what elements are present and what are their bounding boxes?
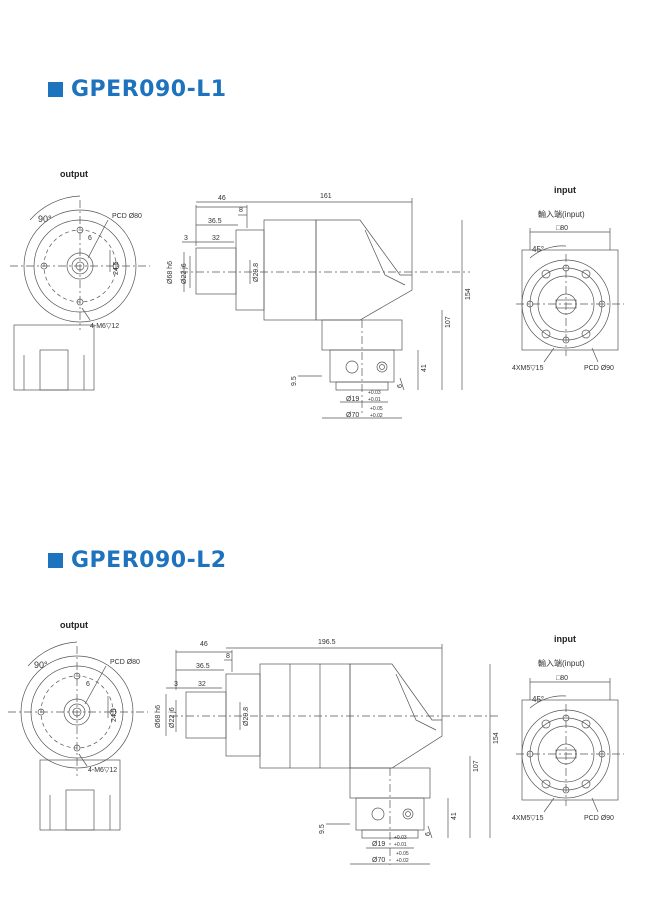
d9-5-dim: 9.5 — [319, 824, 326, 834]
input-view: □80 45° 4XM5▽15 PCD Ø90 — [512, 225, 624, 372]
od68-dim: Ø68 h6 — [155, 705, 162, 728]
input-label: input — [554, 185, 576, 195]
od22-dim: Ø22 j6 — [169, 707, 176, 728]
input-view: □80 45° 4XM5▽15 PCD Ø90 — [512, 675, 624, 822]
d46-dim: 46 — [200, 641, 208, 648]
bore19-tol-upper: +0.03 — [368, 390, 381, 396]
bore19-tol-lower: +0.01 — [394, 842, 407, 848]
d9-5-dim: 9.5 — [291, 376, 298, 386]
output-label: output — [60, 620, 88, 630]
bore70-tol-lower: +0.02 — [396, 858, 409, 864]
bore19-dim: Ø19 — [372, 841, 385, 848]
output-front-view: 90° PCD Ø80 6 24.5 4-M6▽12 — [8, 641, 148, 831]
angle-90-dim: 90° — [34, 660, 48, 670]
angle-45-dim: 45° — [532, 245, 544, 254]
section-title-l1: GPER090-L1 — [48, 77, 227, 102]
tap-in-dim: 4XM5▽15 — [512, 815, 544, 822]
d46-dim: 46 — [218, 195, 226, 202]
pcd90-dim: PCD Ø90 — [584, 815, 614, 822]
drawing-l2: 90° PCD Ø80 6 24.5 4-M6▽12 — [8, 639, 624, 865]
h154-dim: 154 — [493, 732, 500, 744]
input-label: input — [554, 634, 576, 644]
bore19-tol-upper: +0.03 — [394, 835, 407, 841]
title-square-icon — [48, 82, 63, 97]
d8-dim: 8 — [239, 207, 243, 214]
sq80-dim: □80 — [556, 675, 568, 682]
h6-dim: 6 — [425, 832, 432, 836]
angle-45-dim: 45° — [532, 695, 544, 704]
h107-dim: 107 — [445, 316, 452, 328]
sq80-dim: □80 — [556, 225, 568, 232]
pcd90-dim: PCD Ø90 — [584, 365, 614, 372]
bore19-dim: Ø19 — [346, 396, 359, 403]
drawing-l1: 90° PCD Ø80 6 24.5 4-M6▽12 46 — [10, 193, 624, 419]
bore70-tol-lower: +0.02 — [370, 413, 383, 419]
shaft-length-dim: 161 — [320, 193, 332, 200]
input-sublabel: 輸入端(input) — [538, 210, 585, 219]
input-sublabel: 輸入端(input) — [538, 659, 585, 668]
section-title-l2: GPER090-L2 — [48, 548, 227, 573]
d8-dim: 8 — [226, 653, 230, 660]
h154-dim: 154 — [465, 288, 472, 300]
d36-5-dim: 36.5 — [196, 663, 210, 670]
od22-dim: Ø22 j6 — [181, 263, 188, 284]
tap-out-dim: 4-M6▽12 — [88, 767, 117, 774]
shaft-length-dim: 196.5 — [318, 639, 336, 646]
side-view: 46 8 36.5 3 32 161 Ø68 h6 Ø22 j6 Ø29.8 1… — [167, 193, 472, 419]
model-title: GPER090-L1 — [71, 77, 227, 102]
d6-dim: 6 — [86, 681, 90, 688]
output-front-view: 90° PCD Ø80 6 24.5 4-M6▽12 — [10, 195, 150, 391]
d24-5-dim: 24.5 — [113, 261, 120, 275]
od29-8-dim: Ø29.8 — [243, 707, 250, 726]
od68-dim: Ø68 h6 — [167, 261, 174, 284]
bore19-tol-lower: +0.01 — [368, 397, 381, 403]
side-view: 46 8 36.5 3 32 196.5 Ø68 h6 Ø22 j6 Ø29.8… — [155, 639, 500, 865]
d36-5-dim: 36.5 — [208, 218, 222, 225]
d3-dim: 3 — [184, 235, 188, 242]
model-title: GPER090-L2 — [71, 548, 227, 573]
bore70-dim: Ø70 — [372, 857, 385, 864]
d6-dim: 6 — [88, 235, 92, 242]
angle-90-dim: 90° — [38, 214, 52, 224]
h41-dim: 41 — [421, 364, 428, 372]
h41-dim: 41 — [451, 812, 458, 820]
pcd80-dim: PCD Ø80 — [110, 659, 140, 666]
d32-dim: 32 — [212, 235, 220, 242]
d3-dim: 3 — [174, 681, 178, 688]
d24-5-dim: 24.5 — [111, 708, 118, 722]
output-label: output — [60, 169, 88, 179]
h6-dim: 6 — [397, 384, 404, 388]
bore70-dim: Ø70 — [346, 412, 359, 419]
pcd80-dim: PCD Ø80 — [112, 213, 142, 220]
h107-dim: 107 — [473, 760, 480, 772]
bore70-tol-upper: +0.05 — [370, 406, 383, 412]
tap-out-dim: 4-M6▽12 — [90, 323, 119, 330]
tap-in-dim: 4XM5▽15 — [512, 365, 544, 372]
od29-8-dim: Ø29.8 — [253, 263, 260, 282]
d32-dim: 32 — [198, 681, 206, 688]
bore70-tol-upper: +0.05 — [396, 851, 409, 857]
title-square-icon — [48, 553, 63, 568]
